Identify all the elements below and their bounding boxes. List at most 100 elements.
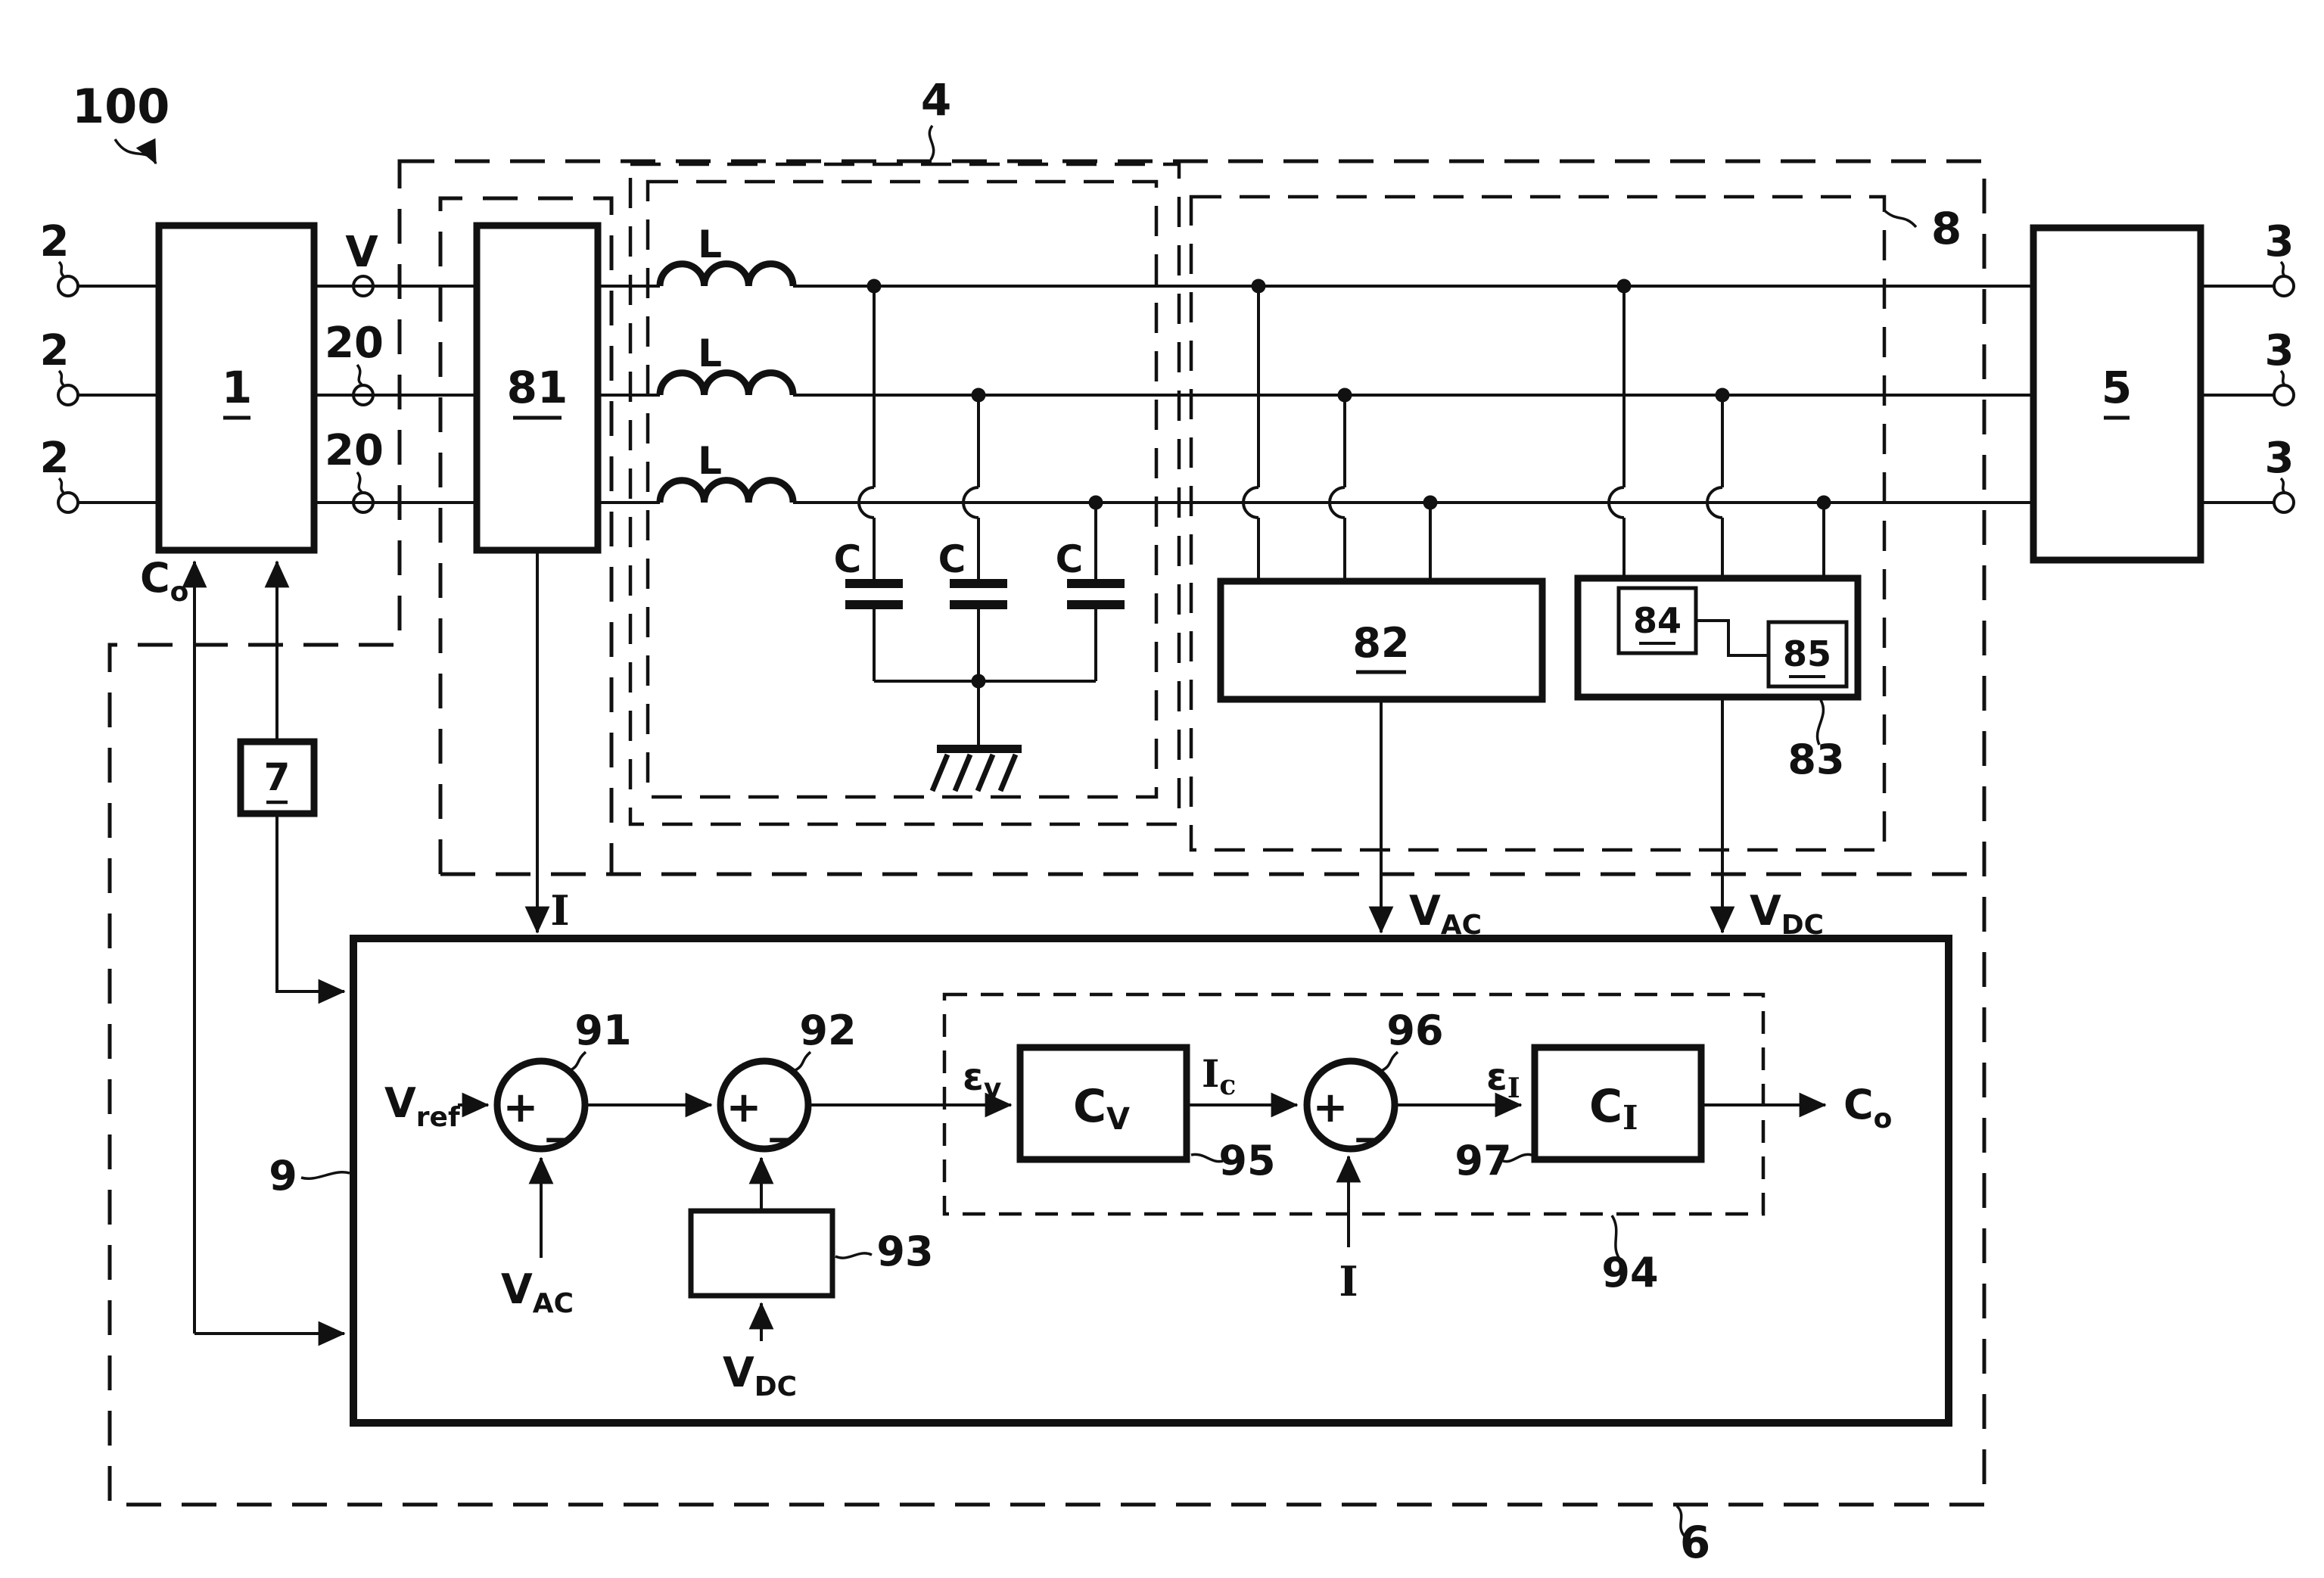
sum96-plus: +	[1313, 1083, 1349, 1132]
ref-95-label: 95	[1218, 1137, 1275, 1184]
terminal-3-label-2: 3	[2265, 326, 2294, 375]
vac-input-label: VAC	[501, 1265, 574, 1319]
capacitor-label-3: C	[1056, 537, 1084, 581]
block-7-label: 7	[264, 755, 291, 799]
controller-box	[350, 935, 1952, 1427]
sum91-ref-label: 91	[574, 1007, 631, 1054]
inductor-label-3: L	[698, 439, 722, 483]
phase-line-2	[78, 369, 2274, 397]
i-input-label: I	[1339, 1257, 1358, 1306]
ac-voltage-sensing: 82 VAC	[1217, 279, 1546, 941]
block-85	[1766, 620, 1849, 689]
lc-filter: C C C	[834, 279, 1125, 792]
co-output-label: Co	[1843, 1081, 1892, 1134]
block-82-label: 82	[1352, 619, 1409, 667]
terminal-3-label-1: 3	[2265, 217, 2294, 266]
block-83	[1574, 574, 1862, 701]
output-terminals: 3 3 3	[2265, 217, 2295, 514]
block-93-label: 93	[876, 1228, 933, 1275]
v-point-circle	[352, 275, 375, 297]
terminal-3-circle-3	[2273, 491, 2295, 514]
terminal-2-circle-3	[57, 491, 79, 514]
point-20-label-1: 20	[325, 319, 384, 368]
sum96-ref-label: 96	[1386, 1007, 1443, 1054]
junction-dot	[1337, 387, 1352, 403]
measurement-points: V 20 20	[325, 228, 384, 514]
ci-block-label: CI	[1589, 1080, 1638, 1138]
system-100-arrow	[114, 138, 157, 165]
driver-to-controller	[275, 814, 346, 1004]
terminal-2-circle-2	[57, 384, 79, 406]
vac-signal-label: VAC	[1409, 887, 1482, 941]
filter-box-inner	[646, 179, 1159, 799]
block-84-label: 84	[1633, 600, 1682, 641]
block-5-label: 5	[2102, 362, 2132, 413]
current-sensor-box	[438, 196, 614, 874]
junction-dot	[1088, 495, 1103, 510]
vdc-input-label: VDC	[723, 1349, 797, 1402]
terminal-2-circle-1	[57, 275, 79, 297]
dashed-boundaries	[107, 159, 1986, 1507]
phase-lines: L L L	[78, 223, 2274, 504]
sum96-minus: −	[1352, 1117, 1384, 1161]
dc-voltage-sensing: 84 85 83 VDC	[1574, 279, 1862, 941]
point-20-circle-2	[352, 491, 375, 514]
ei-signal-label: εI	[1486, 1055, 1520, 1104]
box-94-label: 94	[1601, 1249, 1658, 1296]
input-terminals: 2 2 2	[40, 217, 79, 514]
co-feedback-label: Co	[140, 554, 188, 608]
junction-dot	[1423, 495, 1438, 510]
vref-label: Vref	[384, 1079, 460, 1133]
i-signal-label: I	[550, 886, 569, 935]
inductor-1	[656, 260, 797, 287]
capacitor-label-2: C	[938, 537, 966, 581]
terminal-2-label-2: 2	[40, 326, 70, 375]
block-84-85-connector	[1696, 619, 1769, 657]
terminal-3-circle-2	[2273, 384, 2295, 406]
driver-and-feedback: Co 7	[140, 554, 346, 1346]
phase-line-1	[78, 260, 2274, 288]
system-100-label: 100	[72, 79, 170, 134]
sense-box-8	[1189, 195, 1887, 852]
junction-dot	[866, 279, 882, 294]
vdc-signal-label: VDC	[1750, 887, 1824, 941]
filter-4-label: 4	[921, 74, 951, 126]
inductor-label-1: L	[698, 223, 722, 266]
junction-dot	[1251, 279, 1266, 294]
capacitor-1	[845, 579, 903, 681]
junction-dot	[971, 387, 986, 403]
terminal-3-circle-1	[2273, 275, 2295, 297]
sum92-ref-label: 92	[799, 1007, 856, 1054]
capacitor-2	[950, 579, 1007, 681]
block-83-ref-label: 83	[1787, 736, 1844, 783]
point-20-label-2: 20	[325, 426, 384, 475]
current-sensor-81: 81	[473, 222, 602, 554]
sum92-minus: −	[766, 1117, 798, 1161]
sum92-plus: +	[726, 1083, 762, 1132]
terminal-3-label-3: 3	[2265, 434, 2294, 483]
cv-block-label: CV	[1073, 1080, 1130, 1137]
terminal-2-label-1: 2	[40, 217, 70, 266]
block-85-label: 85	[1783, 633, 1831, 674]
sum91-minus: −	[543, 1117, 574, 1161]
reference-leaders: 100 4 8 6	[72, 74, 1962, 1568]
point-20-circle-1	[352, 384, 375, 406]
inductor-label-2: L	[698, 331, 722, 375]
controller-9-label: 9	[269, 1152, 297, 1200]
junction-dot	[1816, 495, 1831, 510]
junction-dot	[1715, 387, 1730, 403]
inductor-3	[656, 477, 797, 503]
ref-97-label: 97	[1454, 1137, 1511, 1184]
phase-line-3	[78, 477, 2274, 504]
filter-box-outer	[628, 162, 1181, 826]
ground-symbol	[929, 745, 1022, 792]
controller-9: 9 94 Vref + − 91 VAC + − 92 εv VDC 93	[269, 935, 1952, 1427]
outer-6-label: 6	[1680, 1517, 1710, 1568]
ev-signal-label: εv	[963, 1055, 1001, 1104]
capacitor-3	[1067, 579, 1125, 681]
grid-block-5: 5	[2030, 224, 2204, 564]
block-81-label: 81	[507, 362, 568, 413]
capacitor-label-1: C	[834, 537, 862, 581]
